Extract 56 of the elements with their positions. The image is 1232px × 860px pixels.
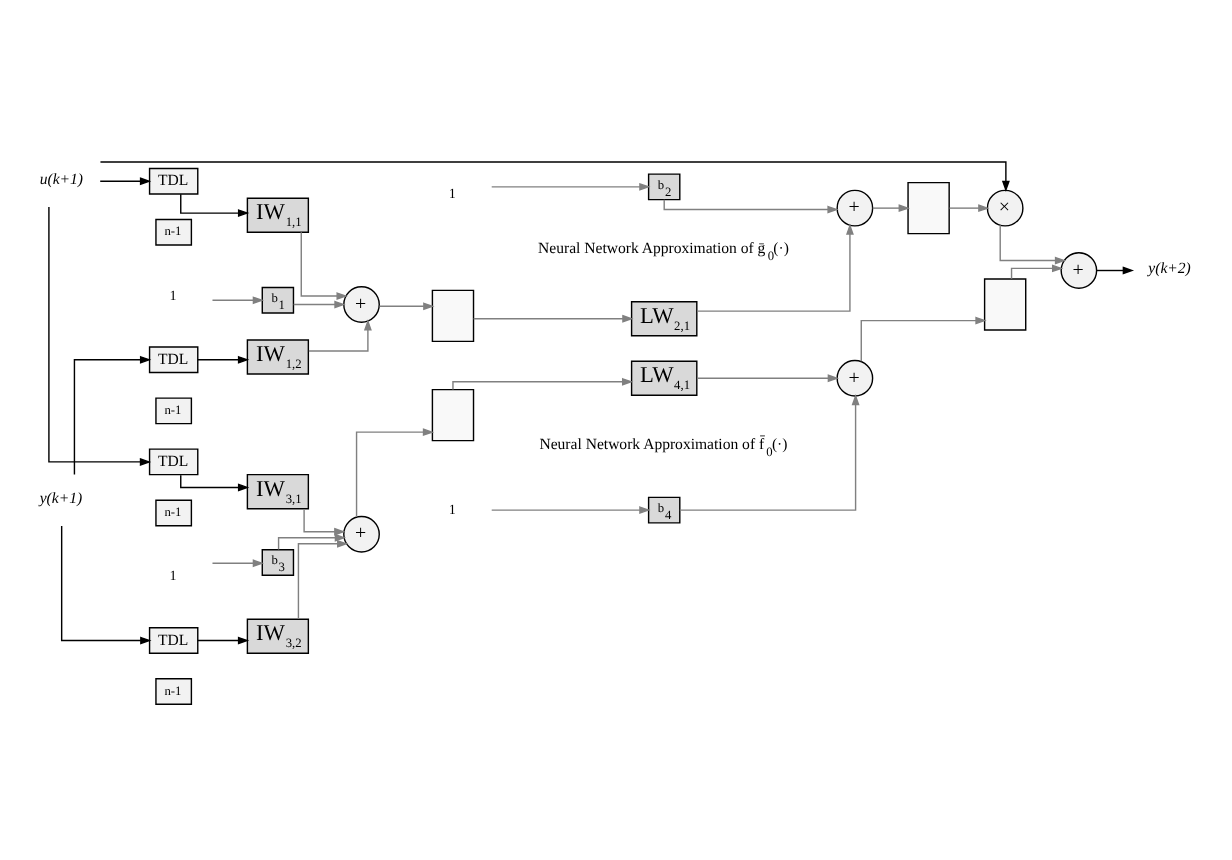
arrow <box>277 533 347 551</box>
node-box <box>431 289 475 343</box>
arrow <box>999 224 1067 265</box>
arrow <box>472 314 634 323</box>
arrow <box>378 302 435 311</box>
arrow <box>355 428 435 518</box>
node-text: y(k+1) <box>39 488 83 507</box>
arrow <box>211 296 265 305</box>
arrow <box>48 206 152 466</box>
node-text: y(k+2) <box>1148 259 1191 278</box>
node-circle: × <box>986 189 1024 227</box>
node-circle: + <box>343 515 380 553</box>
node-circle: + <box>343 286 380 323</box>
arrow <box>948 204 990 213</box>
arrow <box>292 300 346 309</box>
label: Neural Network Approximation of f̄$_{0}$(·) <box>539 434 788 460</box>
arrow <box>197 355 250 364</box>
arrow <box>679 393 860 511</box>
arrow <box>1096 266 1135 275</box>
node-circle: + <box>836 359 874 397</box>
node-box: IW$_{1,1}$ <box>246 197 310 233</box>
arrow <box>300 231 348 300</box>
node-box <box>907 181 950 235</box>
arrow <box>99 177 152 186</box>
arrow <box>303 508 346 536</box>
node-box: IW$_{3,1}$ <box>246 473 310 510</box>
arrow <box>491 182 651 191</box>
node-box: TDL <box>148 448 199 476</box>
node-box: TDL <box>148 346 199 374</box>
node-box <box>431 388 475 442</box>
node-box: LW$_{2,1}$ <box>630 301 698 337</box>
node-box: TDL <box>148 167 199 195</box>
arrow <box>663 199 839 214</box>
arrow <box>491 506 651 515</box>
arrow <box>197 636 250 645</box>
arrow <box>696 374 840 383</box>
node-box: IW$_{3,2}$ <box>246 618 310 654</box>
arrow <box>872 204 910 213</box>
arrow <box>180 193 250 218</box>
node-box: IW$_{1,2}$ <box>246 339 310 375</box>
arrow <box>60 525 152 645</box>
arrow <box>297 539 349 620</box>
node-box: LW$_{4,1}$ <box>630 360 698 396</box>
node-text: u(k+1) <box>39 169 84 188</box>
arrow <box>308 319 372 352</box>
arrow <box>211 559 265 568</box>
node-circle: + <box>836 189 874 227</box>
label: Neural Network Approximation of ḡ$_{0}$(·) <box>538 239 789 265</box>
arrow <box>696 223 854 312</box>
node-circle: + <box>1060 252 1098 289</box>
arrow <box>1010 264 1064 280</box>
arrow <box>180 474 250 492</box>
arrow <box>73 355 152 476</box>
node-box: TDL <box>148 627 199 654</box>
arrow <box>860 316 987 362</box>
node-box <box>983 278 1027 331</box>
